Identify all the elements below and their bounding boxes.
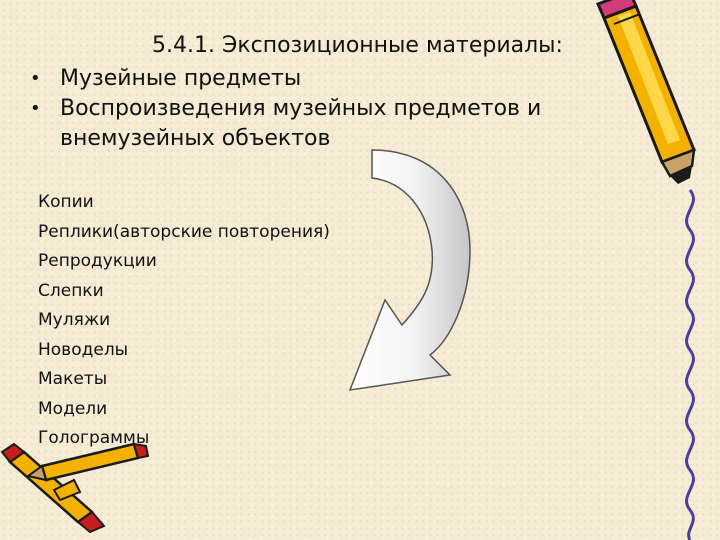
squiggle-line <box>685 189 695 540</box>
list-item: Слепки <box>38 280 104 301</box>
list-item: Модели <box>38 398 108 419</box>
slide-title: 5.4.1. Экспозиционные материалы: <box>152 33 563 58</box>
list-item: Реплики(авторские повторения) <box>38 221 330 242</box>
list-item: Муляжи <box>38 310 111 330</box>
list-item: Голограммы <box>38 428 150 448</box>
list-item: Макеты <box>38 369 108 389</box>
bullet-item: • Музейные предметы <box>30 64 590 94</box>
bullet-text: Воспроизведения музейных предметов и вне… <box>60 96 542 151</box>
pencils-small-icon <box>0 442 150 534</box>
list-item: Репродукции <box>38 251 157 271</box>
bullet-list: • Музейные предметы • Воспроизведения му… <box>30 64 590 154</box>
list-item: Копии <box>38 192 94 212</box>
pencil-large-icon <box>596 0 696 184</box>
bullet-item: • Воспроизведения музейных предметов и в… <box>30 94 590 154</box>
bullet-dot: • <box>30 68 41 89</box>
bullet-text: Музейные предметы <box>60 66 302 91</box>
materials-list: Копии Реплики(авторские повторения) Репр… <box>38 188 378 454</box>
list-item: Новоделы <box>38 339 129 360</box>
bullet-dot: • <box>30 98 41 119</box>
curved-arrow <box>348 149 471 391</box>
